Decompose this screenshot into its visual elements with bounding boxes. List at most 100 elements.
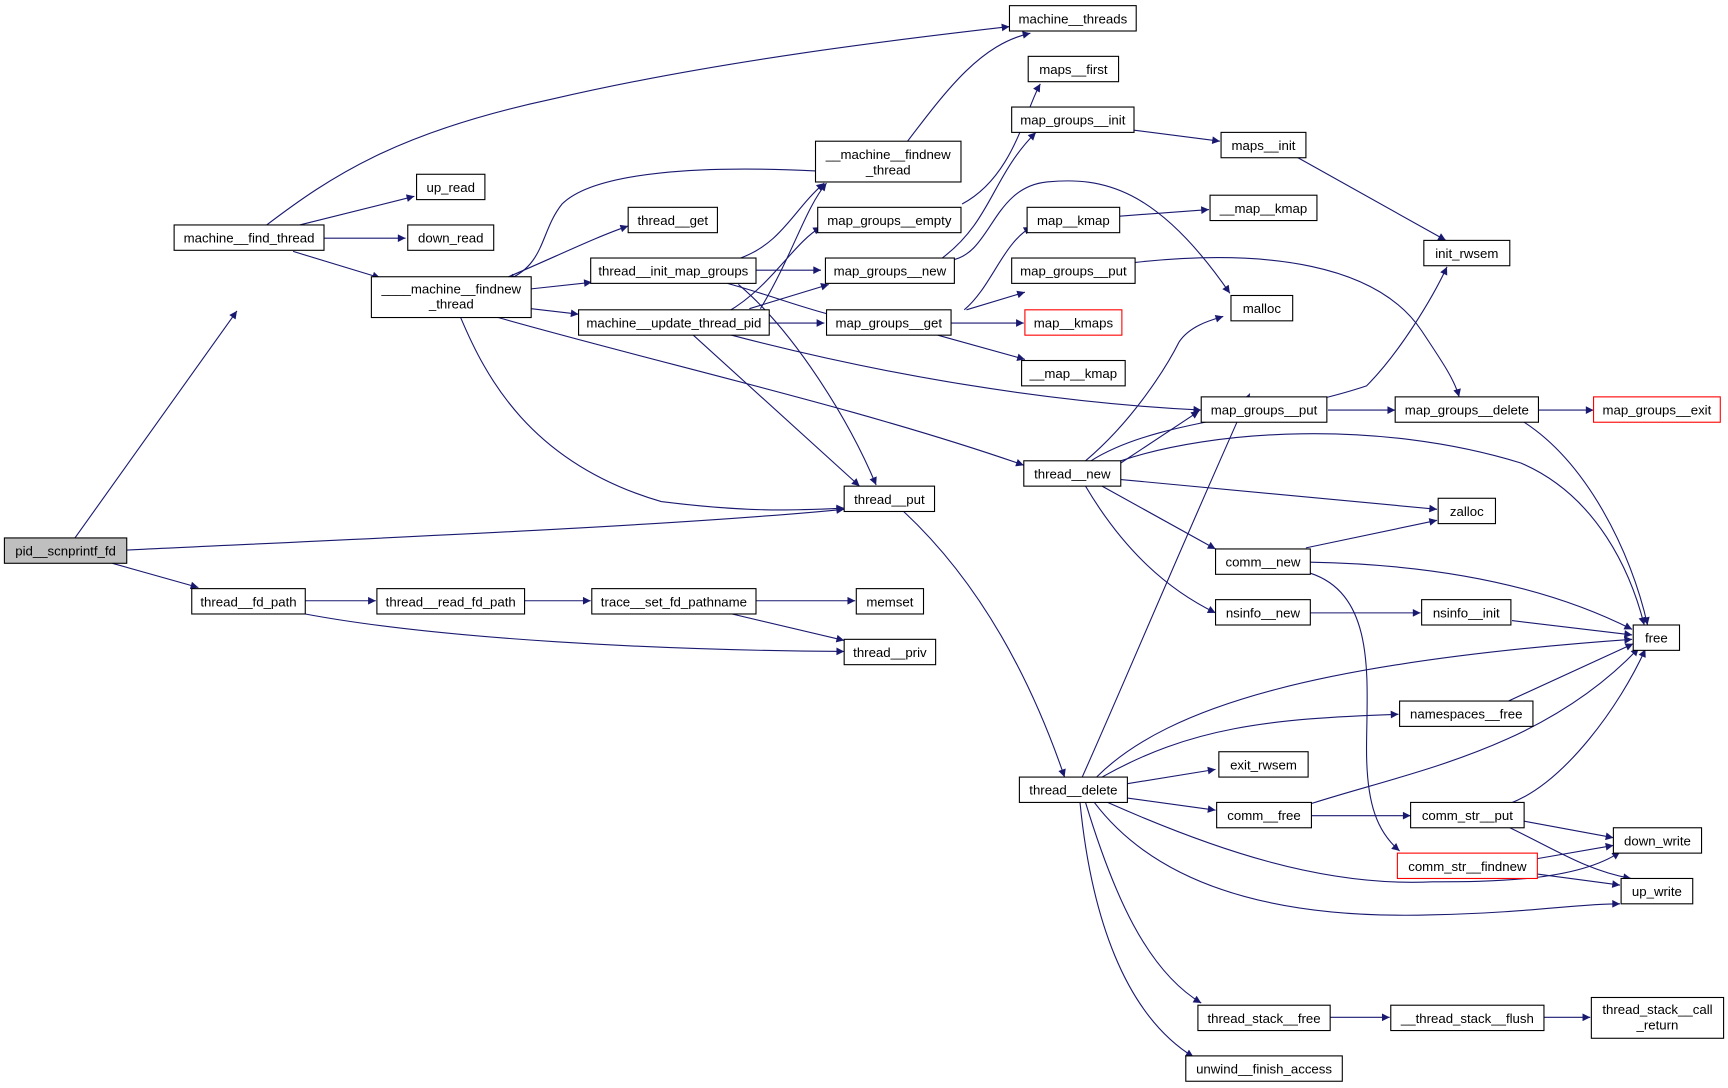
node-init-rwsem[interactable]: init_rwsem <box>1423 239 1511 267</box>
svg-text:nsinfo__init: nsinfo__init <box>1433 605 1500 620</box>
node-unwind-finish-access[interactable]: unwind__finish_access <box>1185 1055 1343 1082</box>
svg-text:_thread: _thread <box>865 162 911 177</box>
edge <box>1085 485 1216 614</box>
node-thread-put[interactable]: thread__put <box>843 485 936 513</box>
svg-text:machine__threads: machine__threads <box>1018 11 1127 26</box>
node-pid-scnprintf-fd[interactable]: pid__scnprintf_fd <box>3 537 128 564</box>
node-machine-threads[interactable]: machine__threads <box>1008 5 1137 32</box>
node-up-write[interactable]: up_write <box>1620 877 1694 905</box>
svg-text:trace__set_fd_pathname: trace__set_fd_pathname <box>601 594 747 609</box>
svg-text:comm_str__put: comm_str__put <box>1422 808 1513 823</box>
edge <box>1509 827 1632 881</box>
nodes: pid__scnprintf_fd machine__find_thread u… <box>3 5 1725 1082</box>
edge <box>740 182 825 259</box>
edge <box>1305 518 1438 549</box>
svg-text:__machine__findnew: __machine__findnew <box>825 147 951 162</box>
node-thread-stack-call-return[interactable]: thread_stack__call_return <box>1590 996 1725 1039</box>
svg-text:_thread: _thread <box>428 297 474 312</box>
node-nsinfo-new[interactable]: nsinfo__new <box>1214 599 1311 626</box>
svg-text:____machine__findnew: ____machine__findnew <box>380 281 521 296</box>
svg-text:down_write: down_write <box>1624 833 1691 848</box>
edge <box>112 562 199 590</box>
edge <box>1079 802 1194 1058</box>
node-map-groups-put-top[interactable]: map_groups__put <box>1011 257 1136 284</box>
edge <box>1119 206 1209 217</box>
edge <box>1310 572 1400 852</box>
node-memset[interactable]: memset <box>855 588 925 615</box>
edge <box>1107 801 1621 883</box>
node-map-kmap-3[interactable]: __map__kmap <box>1021 359 1126 387</box>
node-thread-stack-free[interactable]: thread_stack__free <box>1197 1004 1331 1032</box>
node-map-kmaps[interactable]: map__kmaps <box>1024 309 1123 336</box>
svg-text:exit_rwsem: exit_rwsem <box>1230 757 1297 772</box>
node-map-groups-delete[interactable]: map_groups__delete <box>1394 396 1539 423</box>
node-map-groups-init[interactable]: map_groups__init <box>1011 106 1135 133</box>
svg-text:map_groups__new: map_groups__new <box>834 264 947 279</box>
node-malloc[interactable]: malloc <box>1230 294 1294 322</box>
node-thread-fd-path[interactable]: thread__fd_path <box>191 588 306 615</box>
node-up-read[interactable]: up_read <box>416 173 486 201</box>
node-comm-new[interactable]: comm__new <box>1214 548 1311 575</box>
node-thread-stack-flush[interactable]: __thread_stack__flush <box>1390 1004 1545 1032</box>
edge <box>937 334 1026 362</box>
svg-text:nsinfo__new: nsinfo__new <box>1226 605 1301 620</box>
svg-text:thread__delete: thread__delete <box>1029 783 1117 798</box>
edge <box>531 279 592 290</box>
edge <box>460 317 845 513</box>
node-machine-update-thread-pid[interactable]: machine__update_thread_pid <box>578 309 770 336</box>
node-nsinfo-init[interactable]: nsinfo__init <box>1421 599 1512 626</box>
node-map-kmap[interactable]: map__kmap <box>1026 206 1121 234</box>
node-exit-rwsem[interactable]: exit_rwsem <box>1218 751 1309 778</box>
node-thread-init-map-groups[interactable]: thread__init_map_groups <box>590 257 757 284</box>
node-maps-init[interactable]: maps__init <box>1220 131 1307 159</box>
edge <box>506 168 816 281</box>
node-comm-free[interactable]: comm__free <box>1216 801 1312 829</box>
svg-text:thread__init_map_groups: thread__init_map_groups <box>598 264 748 279</box>
edge <box>1093 802 1621 916</box>
edge <box>1133 129 1221 145</box>
edge <box>74 310 238 539</box>
node-thread-get[interactable]: thread__get <box>627 206 718 234</box>
edge <box>759 182 827 309</box>
edge <box>1085 314 1224 462</box>
edge <box>1120 410 1200 464</box>
svg-text:thread__priv: thread__priv <box>853 645 927 660</box>
edge <box>903 511 1066 778</box>
node-machine-findnew-thread-2[interactable]: __machine__findnew_thread <box>814 140 962 183</box>
node-map-kmap-2[interactable]: __map__kmap <box>1209 194 1318 222</box>
edge <box>1081 393 1251 778</box>
node-machine-find-thread[interactable]: machine__find_thread <box>173 224 325 251</box>
node-thread-read-fd-path[interactable]: thread__read_fd_path <box>376 588 526 615</box>
svg-text:down_read: down_read <box>418 231 483 246</box>
edge <box>1096 636 1633 778</box>
edge <box>1498 643 1634 706</box>
node-namespaces-free[interactable]: namespaces__free <box>1399 700 1534 727</box>
node-thread-new[interactable]: thread__new <box>1023 460 1122 487</box>
node-thread-priv[interactable]: thread__priv <box>843 638 937 666</box>
svg-text:maps__init: maps__init <box>1232 138 1296 153</box>
edge <box>1120 433 1647 626</box>
edge <box>1537 842 1614 860</box>
node-map-groups-get[interactable]: map_groups__get <box>825 309 952 336</box>
node-free[interactable]: free <box>1632 624 1681 651</box>
node-maps-first[interactable]: maps__first <box>1027 55 1120 83</box>
node-map-groups-exit[interactable]: map_groups__exit <box>1592 396 1721 423</box>
node-map-groups-new[interactable]: map_groups__new <box>824 257 955 284</box>
node-zalloc[interactable]: zalloc <box>1437 497 1497 525</box>
node-map-groups-put[interactable]: map_groups__put <box>1200 396 1328 423</box>
svg-text:zalloc: zalloc <box>1450 504 1484 519</box>
node-comm-str-put[interactable]: comm_str__put <box>1410 801 1525 829</box>
svg-text:free: free <box>1645 631 1668 646</box>
node-thread-delete[interactable]: thread__delete <box>1018 776 1128 803</box>
node-comm-str-findnew[interactable]: comm_str__findnew <box>1396 852 1538 880</box>
node-down-read[interactable]: down_read <box>407 224 495 251</box>
node-trace-set-fd-pathname[interactable]: trace__set_fd_pathname <box>591 588 757 615</box>
node-down-write[interactable]: down_write <box>1612 827 1703 854</box>
node-map-groups-empty[interactable]: map_groups__empty <box>817 206 962 234</box>
svg-text:map__kmaps: map__kmaps <box>1034 315 1114 330</box>
svg-text:map_groups__init: map_groups__init <box>1020 113 1125 128</box>
svg-text:map__kmap: map__kmap <box>1037 213 1110 228</box>
edge <box>1295 156 1447 241</box>
node-machine-findnew-thread-4[interactable]: ____machine__findnew_thread <box>370 276 532 319</box>
svg-text:machine__find_thread: machine__find_thread <box>184 231 315 246</box>
